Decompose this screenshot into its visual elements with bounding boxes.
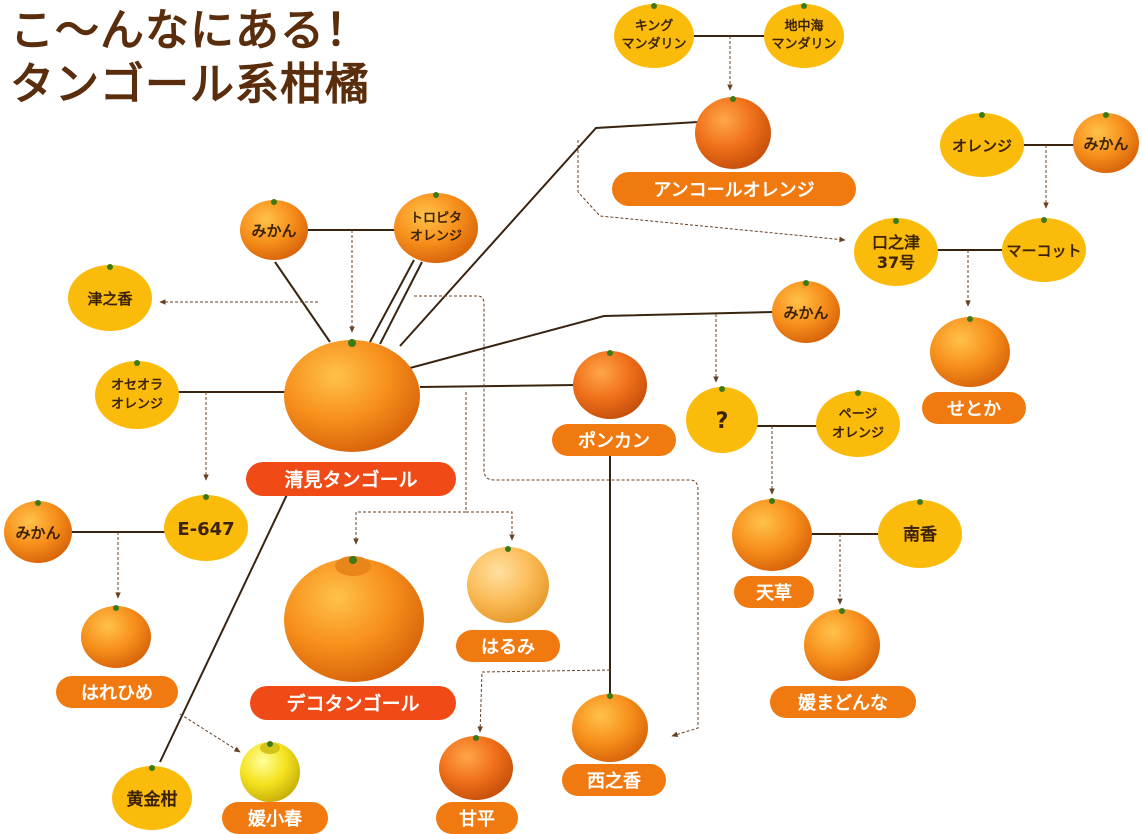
label-osceola-2: オレンジ <box>111 397 163 412</box>
label-harehime: はれひめ <box>81 683 153 704</box>
arrow-to-seinoka <box>414 296 698 736</box>
label-orange-right: オレンジ <box>952 137 1012 155</box>
label-mediterranean-2: マンダリン <box>771 36 836 52</box>
fruit-setoka <box>930 317 1010 387</box>
label-page-2: オレンジ <box>832 426 884 441</box>
fruit-amakusa <box>732 499 812 571</box>
label-osceola-1: オセオラ <box>111 378 163 393</box>
fruit-harehime <box>81 606 151 668</box>
fruit-seinoka <box>572 694 648 762</box>
label-kuchinotsu-1: 口之津 <box>872 233 920 252</box>
label-murcott: マーコット <box>1006 242 1081 260</box>
label-harumi: はるみ <box>481 637 535 658</box>
label-ogonkan: 黄金柑 <box>127 789 178 810</box>
label-ankor: アンコールオレンジ <box>653 180 814 201</box>
label-unknown: ? <box>716 409 729 434</box>
label-king-1: キング <box>635 18 674 34</box>
line-tropita-kiyomi-1 <box>370 260 414 342</box>
bubble-kuchinotsu <box>854 218 938 286</box>
bubble-mediterranean <box>764 4 844 68</box>
label-tropita-1: トロピタ <box>410 211 462 226</box>
label-nanko: 南香 <box>903 524 937 545</box>
label-setoka: せとか <box>947 399 1001 420</box>
bubble-king <box>614 4 694 68</box>
label-king-2: マンダリン <box>621 36 686 52</box>
fruit-dekopon <box>284 558 424 682</box>
fruit-kiyomi <box>284 340 420 452</box>
bubble-osceola <box>95 361 179 429</box>
label-tsunokaori: 津之香 <box>87 290 132 308</box>
fruit-ponkan <box>573 351 647 419</box>
label-seinoka: 西之香 <box>587 770 642 792</box>
label-tropita-2: オレンジ <box>410 229 462 244</box>
fruit-madonna <box>804 609 880 681</box>
label-e647: E-647 <box>177 519 234 540</box>
line-tropita-kiyomi-2 <box>380 262 422 344</box>
label-mikan-left: みかん <box>251 222 296 240</box>
fruit-ankor <box>695 97 771 169</box>
label-kiyomi: 清見タンゴール <box>284 468 417 491</box>
arrow-to-ekoharu <box>180 714 240 752</box>
arrow-to-harumi <box>466 512 512 540</box>
label-kanpei: 甘平 <box>459 809 495 830</box>
label-dekopon: デコタンゴール <box>286 692 419 715</box>
label-mikan-far-left: みかん <box>15 524 60 542</box>
label-ekoharu: 媛小春 <box>247 808 303 830</box>
label-amakusa: 天草 <box>756 582 792 604</box>
label-madonna: 媛まどんな <box>797 692 888 714</box>
label-ponkan: ポンカン <box>578 430 650 452</box>
label-mikan-right-top: みかん <box>1083 135 1128 153</box>
label-mediterranean-1: 地中海 <box>784 18 823 34</box>
fruit-harumi <box>467 547 549 623</box>
label-kuchinotsu-2: 37号 <box>877 253 915 272</box>
label-mikan-mid: みかん <box>783 304 828 322</box>
fruit-tropita <box>394 193 478 263</box>
bubble-page <box>816 391 900 457</box>
line-kiyomi-ponkan <box>420 385 576 387</box>
solid-lines <box>70 36 1075 762</box>
label-page-1: ページ <box>839 407 878 422</box>
fruit-kanpei <box>439 736 513 800</box>
